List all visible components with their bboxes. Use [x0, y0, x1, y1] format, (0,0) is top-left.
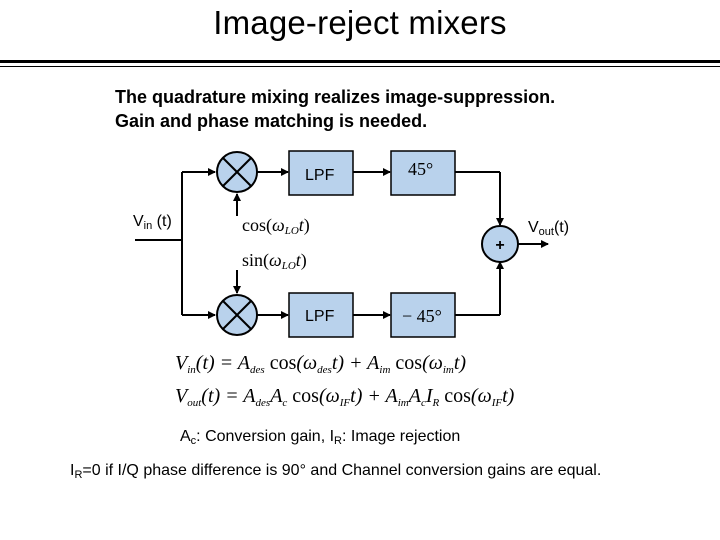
upper-phase-label: 45° [408, 159, 433, 179]
lower-lpf-block [288, 292, 354, 338]
upper-lpf-block [288, 150, 354, 196]
lo-sin-label: sin(ωLOt) [242, 250, 307, 272]
vin-equation: Vin(t) = Ades cos(ωdest) + Aim cos(ωimt) [175, 352, 467, 376]
summer-symbol: + [495, 237, 504, 254]
lower-branch-lines [257, 261, 504, 319]
lower-phase-label: − 45° [402, 306, 442, 326]
title-rule-thick [0, 60, 720, 63]
bullet-line-2: Gain and phase matching is needed. [115, 111, 428, 131]
upper-lpf-label: LPF [305, 167, 335, 184]
upper-phase-block [390, 150, 456, 196]
output-label: Vout(t) [528, 219, 569, 238]
lower-mixer [216, 294, 258, 336]
input-label: Vin (t) [133, 213, 172, 232]
summer-node: + [481, 225, 519, 263]
lo-cos-label: cos(ωLOt) [242, 215, 310, 237]
lower-lpf-label: LPF [305, 308, 335, 325]
input-signal-path [135, 168, 216, 319]
title-rule-thin [0, 66, 720, 67]
upper-branch-lines [257, 168, 504, 226]
note-conversion-gain: Ac: Conversion gain, IR: Image rejection [180, 428, 461, 447]
slide-title: Image-reject mixers [213, 4, 507, 41]
vout-equation: Vout(t) = AdesAc cos(ωIFt) + AimAcIR cos… [175, 385, 515, 409]
upper-mixer [216, 151, 258, 193]
note-image-rejection-condition: IR=0 if I/Q phase difference is 90° and … [70, 462, 602, 481]
bullet-line-1: The quadrature mixing realizes image-sup… [115, 87, 556, 107]
lower-phase-block [390, 292, 456, 338]
